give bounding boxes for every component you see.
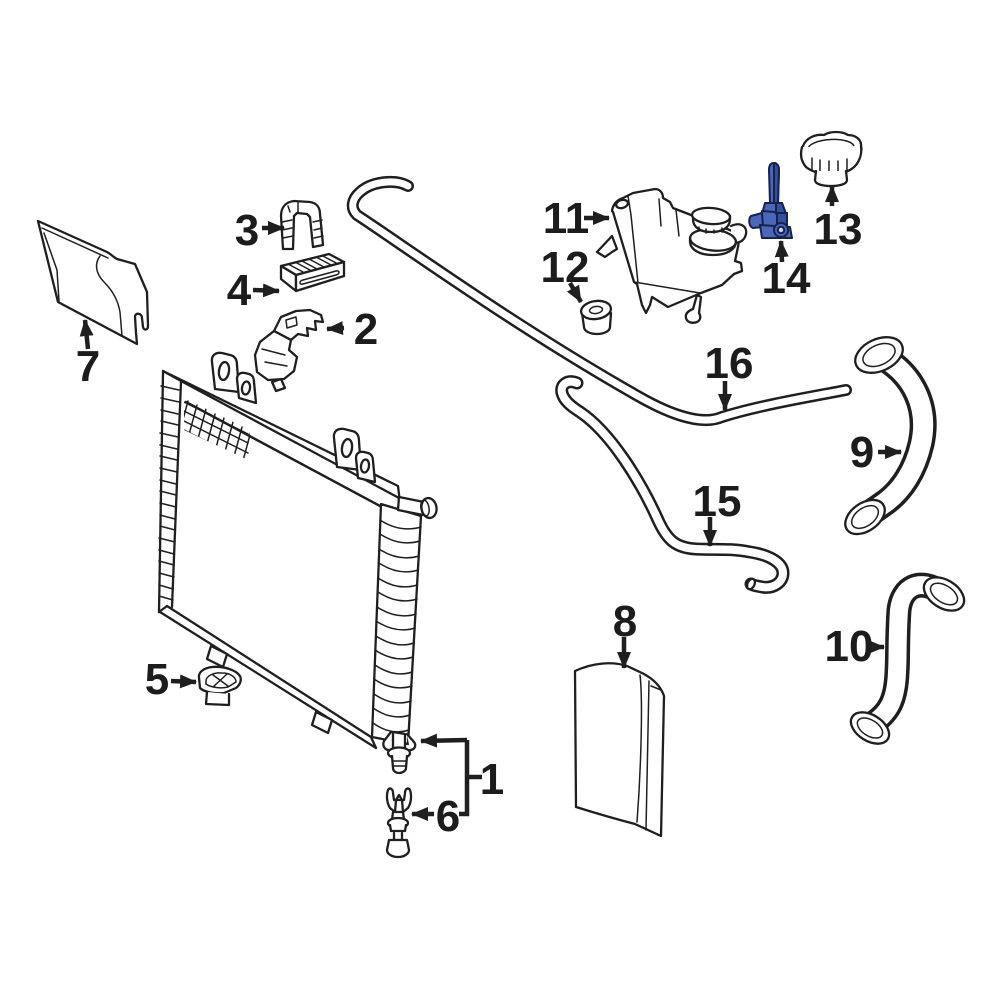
vent-hose-15: [555, 375, 790, 594]
air-baffle: [36, 219, 150, 346]
rubber-mount: [197, 665, 242, 707]
part-label-9: 9: [850, 428, 874, 477]
callout-arrow-12: [566, 281, 583, 304]
mounting-pad: [279, 252, 346, 293]
radiator-cap: [799, 130, 863, 188]
part-label-5: 5: [145, 655, 169, 704]
tank-cap: [690, 206, 732, 226]
part-label-15: 15: [693, 477, 742, 526]
radiator-side-tank: [370, 502, 423, 746]
mounting-bracket: [253, 308, 325, 393]
diagram-lines: 1 2 3 4 5 6 7 8 9 10 11 12 13 14 15 16: [36, 130, 966, 859]
callout-arrow-4: [252, 283, 280, 298]
part-label-8: 8: [613, 597, 637, 646]
callouts: [79, 185, 902, 821]
part-label-10: 10: [825, 622, 874, 671]
retainer-clip: [279, 199, 325, 251]
side-air-baffle: [573, 662, 666, 838]
part-label-12: 12: [541, 243, 590, 292]
radiator-filler-neck: [396, 495, 438, 520]
hose-cuff: [854, 336, 904, 374]
coolant-temperature-sensor: [748, 162, 793, 239]
grommet: [579, 299, 613, 336]
part-label-6: 6: [436, 792, 460, 841]
part-label-1: 1: [480, 755, 504, 804]
radiator-bottom-tabs: [205, 644, 334, 735]
part-label-16: 16: [705, 339, 754, 388]
part-label-13: 13: [814, 205, 863, 254]
callout-arrow-2: [326, 321, 345, 336]
callout-arrow-14: [774, 240, 789, 263]
radiator: [157, 351, 438, 775]
callout-arrow-7: [79, 319, 94, 350]
drain-valve: [385, 787, 413, 859]
part-label-11: 11: [543, 194, 590, 243]
radiator-drain-spigot: [382, 730, 417, 775]
part-label-3: 3: [235, 206, 259, 255]
callout-bracket-1: [459, 740, 482, 817]
callout-arrow-5: [170, 674, 197, 689]
callout-arrow-1: [420, 733, 468, 748]
hose-end-opening: [745, 577, 757, 591]
part-label-14: 14: [762, 254, 811, 303]
part-label-4: 4: [227, 266, 252, 315]
radiator-mounting-tabs: [210, 351, 377, 484]
lower-radiator-hose: [849, 572, 966, 745]
hose-cuff: [844, 498, 886, 536]
hose-cuff: [849, 711, 891, 745]
expansion-tank: [595, 187, 748, 324]
tank-bracket-wing: [595, 234, 619, 259]
tank-bottom-spout: [684, 293, 703, 324]
radiator-fin-strip: [157, 370, 183, 614]
upper-radiator-hose: [844, 336, 937, 536]
vent-hose-16: [346, 175, 852, 427]
part-label-7: 7: [76, 342, 100, 391]
part-labels: 1 2 3 4 5 6 7 8 9 10 11 12 13 14 15 16: [76, 194, 874, 841]
part-label-2: 2: [354, 305, 378, 354]
hose-cuff: [922, 576, 966, 612]
